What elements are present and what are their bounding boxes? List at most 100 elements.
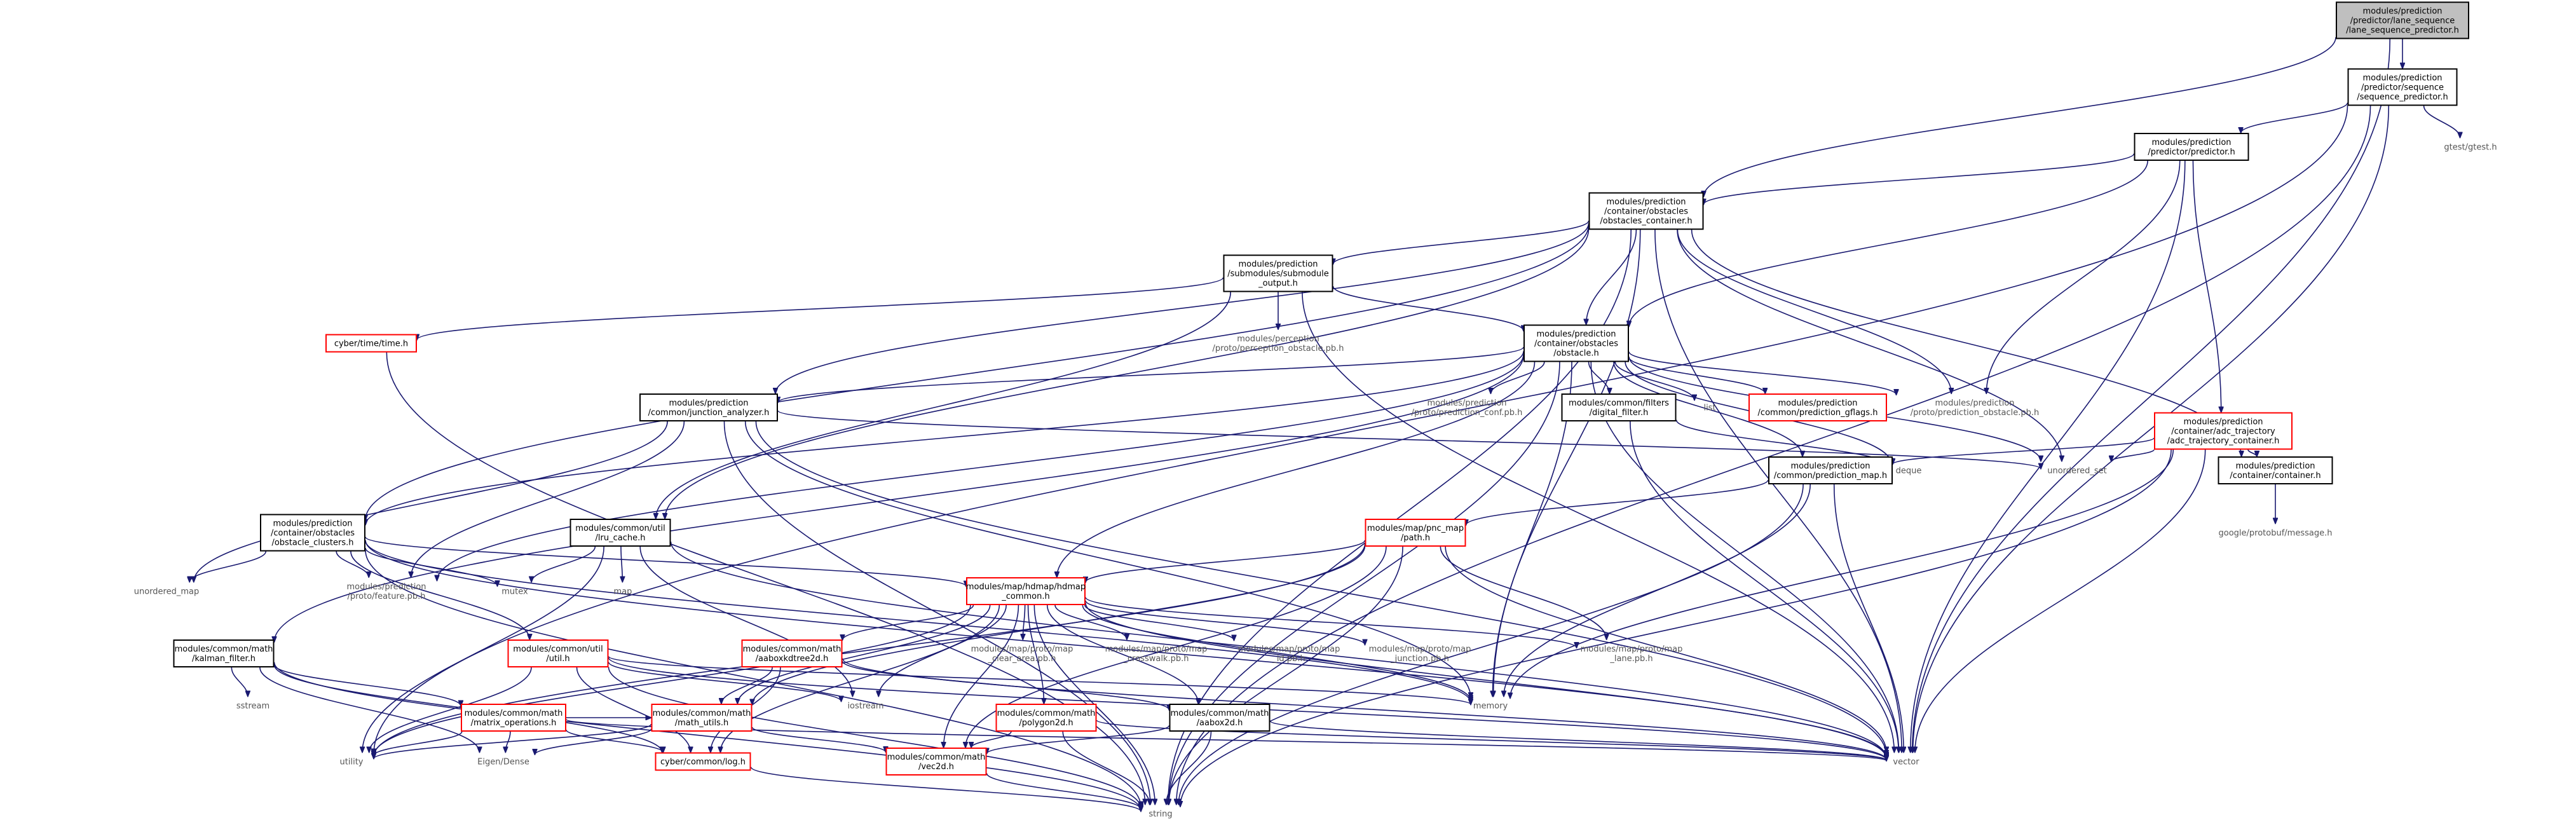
node-aabox2d[interactable]: modules/common/math/aabox2d.h xyxy=(1169,704,1271,732)
edge-submodule-to-lrucache xyxy=(656,292,1231,519)
edge-aabox_kd-to-mathutils xyxy=(721,667,773,704)
node-aabox_kd[interactable]: modules/common/math/aaboxkdtree2d.h xyxy=(741,639,843,667)
edge-log-to-string xyxy=(750,766,1141,812)
node-label: /adc_trajectory_container.h xyxy=(2167,437,2280,446)
node-label: modules/map/proto/map xyxy=(1581,645,1683,654)
node-predmap[interactable]: modules/prediction/common/prediction_map… xyxy=(1768,456,1893,484)
node-label: modules/prediction xyxy=(1935,399,2014,408)
edge-hdmap-to-maplane xyxy=(1085,596,1577,648)
edge-kalman-to-eigen xyxy=(259,667,480,753)
node-log[interactable]: cyber/common/log.h xyxy=(655,752,751,771)
node-matrixops[interactable]: modules/common/math/matrix_operations.h xyxy=(461,704,566,732)
edge-pncpath-to-maplane xyxy=(1440,546,1606,639)
node-digital[interactable]: modules/common/filters/digital_filter.h xyxy=(1561,393,1677,421)
node-label: _lane.pb.h xyxy=(1609,654,1653,664)
node-sstream: sstream xyxy=(236,702,269,711)
node-clusters[interactable]: modules/prediction/container/obstacles/o… xyxy=(260,514,365,552)
edge-hdmap-to-crosswalk xyxy=(1054,605,1127,639)
node-box xyxy=(260,514,365,552)
node-label: /container/container.h xyxy=(2230,471,2320,481)
node-label: modules/perception xyxy=(1237,334,1319,344)
node-label: /math_utils.h xyxy=(675,718,729,728)
node-gflags[interactable]: modules/prediction/common/prediction_gfl… xyxy=(1748,393,1887,421)
node-crosswalk: modules/map/proto/map_crosswalk.pb.h xyxy=(1105,645,1208,664)
node-label: /obstacles_container.h xyxy=(1600,217,1692,226)
node-label: modules/prediction xyxy=(1427,399,1506,408)
edge-predictor-to-adctraj xyxy=(2192,160,2221,413)
edge-hdmap-to-iostream xyxy=(878,605,1007,697)
node-label: modules/prediction xyxy=(1778,399,1857,408)
edge-junction-to-vector xyxy=(755,421,1886,756)
edge-hdmap-to-memory xyxy=(1082,605,1471,701)
node-box xyxy=(995,704,1097,732)
edge-hdmap-to-mapjunction xyxy=(1085,600,1365,645)
node-label: /aaboxkdtree2d.h xyxy=(756,654,829,664)
node-label: cyber/common/log.h xyxy=(660,758,746,767)
edge-seqpred-to-string xyxy=(1176,106,2371,805)
node-label: _clear_area.pb.h xyxy=(987,654,1056,664)
edge-adctraj-to-vector xyxy=(1915,449,2206,753)
node-obstacle[interactable]: modules/prediction/container/obstacles/o… xyxy=(1523,324,1629,362)
node-label: iostream xyxy=(847,702,883,711)
node-container[interactable]: modules/prediction/container/container.h xyxy=(2218,456,2333,484)
node-adctraj[interactable]: modules/prediction/container/adc_traject… xyxy=(2154,412,2293,450)
edge-obstacle-to-predobs xyxy=(1628,351,1897,395)
node-mapid: modules/map/proto/map_id.pb.h xyxy=(1238,645,1340,664)
node-unordmap: unordered_map xyxy=(134,587,200,597)
edge-seqpred-to-predictor xyxy=(2241,102,2348,133)
edge-obscontainer-to-vector xyxy=(1654,229,1902,753)
edge-lrucache-to-map xyxy=(621,546,622,582)
node-cybertime[interactable]: cyber/time/time.h xyxy=(325,334,417,353)
node-label: modules/prediction xyxy=(2362,74,2442,83)
node-lrucache[interactable]: modules/common/util/lru_cache.h xyxy=(569,519,671,547)
node-label: gtest/gtest.h xyxy=(2444,143,2497,153)
edge-hdmap-to-mathutils xyxy=(737,605,991,704)
node-pncpath[interactable]: modules/map/pnc_map/path.h xyxy=(1365,519,1466,547)
node-iostream: iostream xyxy=(847,702,883,711)
node-kalman[interactable]: modules/common/math/kalman_filter.h xyxy=(173,639,275,667)
edge-hdmap-to-vec2d xyxy=(944,605,1019,748)
node-label: modules/common/util xyxy=(513,645,603,654)
node-vec2d[interactable]: modules/common/math/vec2d.h xyxy=(885,748,987,776)
node-mathutils[interactable]: modules/common/math/math_utils.h xyxy=(651,704,753,732)
node-predictor[interactable]: modules/prediction/predictor/predictor.h xyxy=(2134,133,2249,161)
node-label: /util.h xyxy=(546,654,569,664)
node-box xyxy=(2154,412,2293,450)
edge-adctraj-to-memory xyxy=(1510,449,2174,699)
node-label: /predictor/sequence xyxy=(2361,83,2444,93)
edge-obstacle-to-digital xyxy=(1588,362,1610,394)
node-mapjunction: modules/map/proto/map_junction.pb.h xyxy=(1369,645,1471,664)
edge-predmap-to-vector xyxy=(1833,484,1904,753)
node-label: modules/common/math xyxy=(743,645,842,654)
node-label: modules/prediction xyxy=(1238,260,1318,270)
node-label: _junction.pb.h xyxy=(1390,654,1449,664)
edge-polygon-to-vec2d xyxy=(971,731,1012,748)
node-label: modules/map/pnc_map xyxy=(1367,524,1464,533)
node-string: string xyxy=(1148,810,1172,819)
node-submodule[interactable]: modules/prediction/submodules/submodule_… xyxy=(1223,254,1333,292)
edge-predmap-to-string xyxy=(1178,484,1804,805)
node-box xyxy=(1223,254,1333,292)
node-seqpred[interactable]: modules/prediction/predictor/sequence/se… xyxy=(2347,68,2458,106)
node-obscontainer[interactable]: modules/prediction/container/obstacles/o… xyxy=(1588,192,1704,230)
node-label: /polygon2d.h xyxy=(1019,718,1073,728)
node-label: Eigen/Dense xyxy=(477,758,529,767)
node-label: /container/obstacles xyxy=(1604,207,1688,217)
node-junction[interactable]: modules/prediction/common/junction_analy… xyxy=(639,393,778,421)
edge-util-to-memory xyxy=(608,655,1471,704)
node-hdmap[interactable]: modules/map/hdmap/hdmap_common.h xyxy=(966,577,1086,605)
node-label: modules/common/math xyxy=(997,709,1096,718)
node-box xyxy=(461,704,566,732)
edge-obstacle-to-kalman xyxy=(275,355,1524,642)
node-polygon[interactable]: modules/common/math/polygon2d.h xyxy=(995,704,1097,732)
edge-kalman-to-sstream xyxy=(231,667,248,697)
node-util[interactable]: modules/common/util/util.h xyxy=(507,639,609,667)
edge-aabox2d-to-vector xyxy=(1269,720,1887,760)
node-box xyxy=(569,519,671,547)
node-label: modules/common/math xyxy=(887,753,986,762)
node-box xyxy=(651,704,753,732)
node-root[interactable]: modules/prediction/predictor/lane_sequen… xyxy=(2336,1,2469,39)
edge-obscontainer-to-clusters xyxy=(365,224,1590,520)
node-box xyxy=(639,393,778,421)
edge-seqpred-to-gtest xyxy=(2423,106,2460,138)
